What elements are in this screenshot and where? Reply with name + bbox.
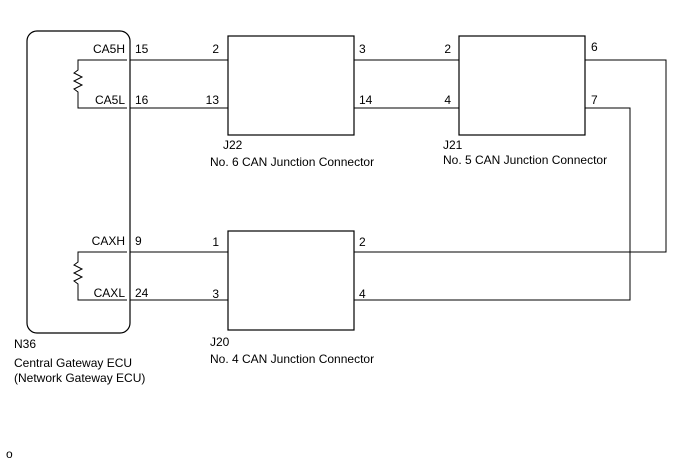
wire-j21-6-to-cax-high [354,59,667,253]
ecu-pin-24: 24 [135,286,149,300]
resistor-ca5-icon [72,59,127,109]
j21-pin-7: 7 [591,93,598,107]
ecu-pin-16: 16 [135,93,149,107]
j20-pin-3: 3 [212,287,219,301]
connector-j21-box [458,35,586,136]
ecu-pin-15: 15 [135,42,149,56]
ecu-name-line1: Central Gateway ECU [14,356,132,370]
j20-pin-4: 4 [359,287,366,301]
j22-pin-14: 14 [359,93,373,107]
ecu-id: N36 [14,337,36,351]
connector-j22-box [227,35,355,136]
ecu-signal-caxh: CAXH [92,234,125,248]
wire-j21-7-to-cax-low [354,107,631,301]
j21-pin-4: 4 [444,93,451,107]
connector-j22-name: No. 6 CAN Junction Connector [210,155,374,169]
ecu-signal-caxl: CAXL [94,286,126,300]
connector-j20-box [227,230,355,331]
resistor-cax-icon [72,251,127,301]
ecu-signal-ca5l: CA5L [95,93,125,107]
j21-pin-2: 2 [444,42,451,56]
ecu-name-line2: (Network Gateway ECU) [14,371,145,385]
j20-pin-1: 1 [212,235,219,249]
connector-j21-id: J21 [443,138,463,152]
j22-pin-2: 2 [212,42,219,56]
j22-pin-3: 3 [359,42,366,56]
connector-j21-name: No. 5 CAN Junction Connector [443,153,607,167]
ecu-box [26,30,131,334]
connector-j20-id: J20 [210,335,230,349]
connector-j20-name: No. 4 CAN Junction Connector [210,352,374,366]
j20-pin-2: 2 [359,235,366,249]
j21-pin-6: 6 [591,40,598,54]
footer-mark: o [6,447,13,461]
connector-j22-id: J22 [223,138,243,152]
j22-pin-13: 13 [206,93,220,107]
ecu-signal-ca5h: CA5H [93,42,125,56]
ecu-pin-9: 9 [135,234,142,248]
